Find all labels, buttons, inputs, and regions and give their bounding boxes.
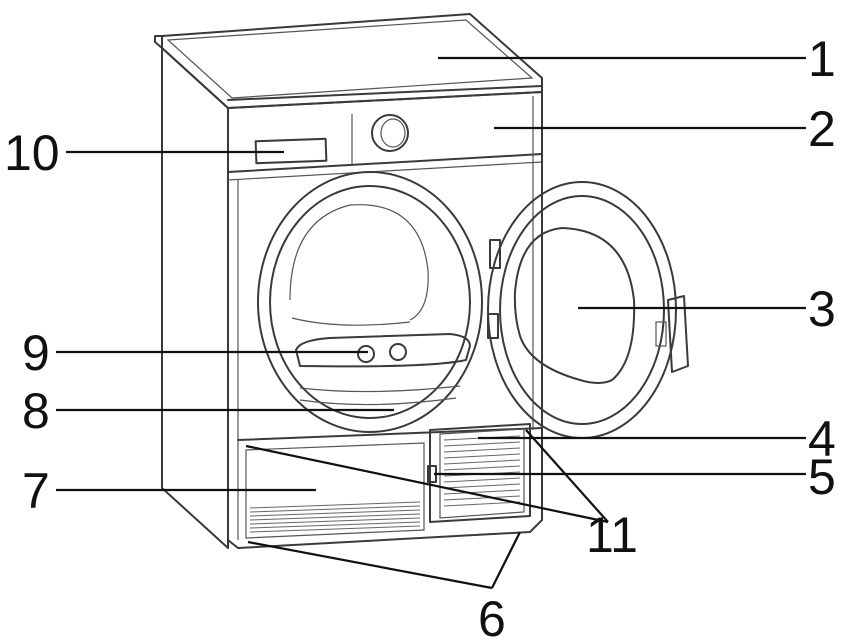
filter-handle-right <box>389 343 407 361</box>
drum <box>289 204 429 321</box>
callout-10: 10 <box>4 125 60 181</box>
leader-11a <box>245 444 609 524</box>
callout-8: 8 <box>22 383 50 439</box>
leader-6a <box>247 540 493 590</box>
callout-5: 5 <box>808 449 836 505</box>
lint-filter <box>295 333 471 368</box>
leader-11b <box>525 429 609 523</box>
door-glass <box>513 227 636 384</box>
callout-labels: 1 2 3 4 5 6 7 8 9 10 11 <box>4 31 836 642</box>
callout-2: 2 <box>808 101 836 157</box>
callout-11: 11 <box>586 507 638 563</box>
callout-3: 3 <box>808 281 836 337</box>
plinth <box>227 519 543 549</box>
side-panel <box>154 41 229 549</box>
dryer-illustration <box>154 13 689 549</box>
leader-6b <box>491 531 521 589</box>
callout-7: 7 <box>22 463 50 519</box>
door <box>487 181 689 439</box>
leader-lines <box>56 56 806 590</box>
filter-handle-left <box>357 345 375 363</box>
callout-9: 9 <box>22 325 50 381</box>
front-grille <box>245 442 425 539</box>
callout-1: 1 <box>808 31 836 87</box>
door-handle <box>667 295 689 373</box>
control-panel <box>227 91 543 173</box>
callout-6: 6 <box>478 591 506 642</box>
program-knob <box>371 114 409 152</box>
door-opening <box>257 171 483 433</box>
callout-4: 4 <box>808 411 836 467</box>
